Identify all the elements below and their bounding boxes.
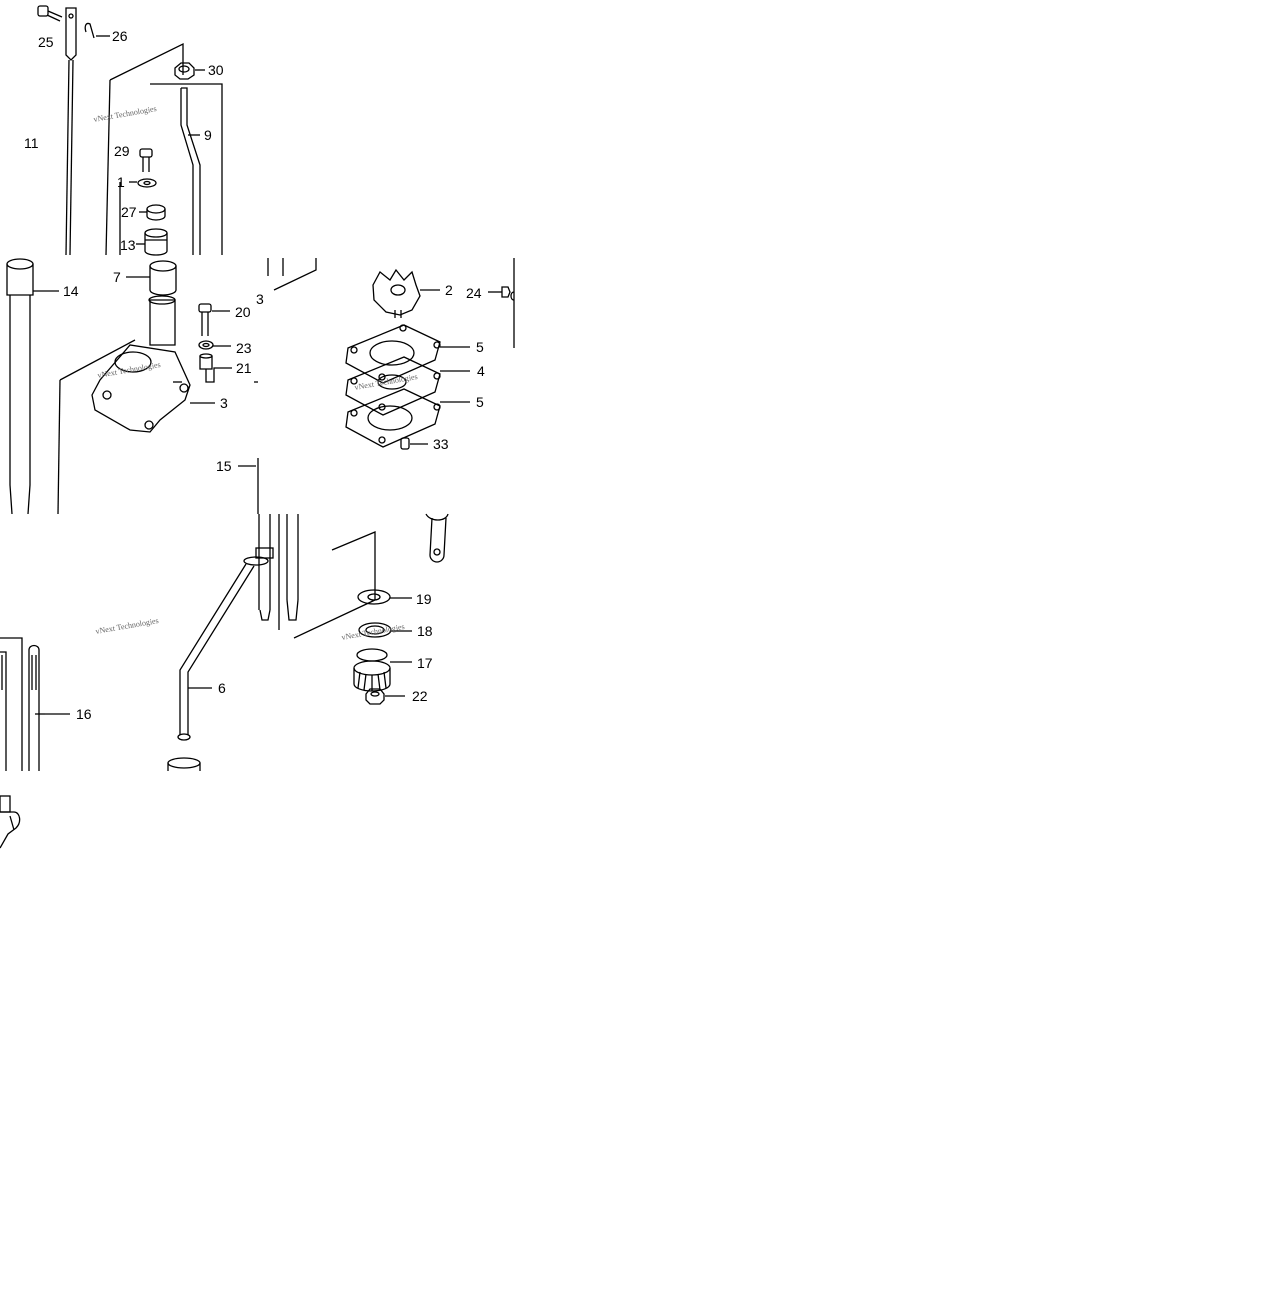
part-5-gasket-lower	[345, 388, 470, 448]
callout-33: 33	[433, 436, 449, 452]
part-7-sleeve	[126, 260, 177, 296]
assembly-bracket-gear	[293, 599, 376, 639]
shift-shaft-lower	[255, 514, 280, 630]
part-13-bushing	[144, 228, 168, 256]
callout-26: 26	[112, 28, 128, 44]
tile-middle-left	[6, 258, 317, 515]
part-17-gear	[353, 648, 412, 692]
callout-19: 19	[416, 591, 432, 607]
callout-21: 21	[236, 360, 252, 376]
part-15-water-tube	[238, 458, 259, 514]
part-4-wear-plate	[345, 356, 470, 416]
callout-25: 25	[38, 34, 54, 50]
callout-17: 17	[417, 655, 433, 671]
part-9-rod	[180, 87, 201, 255]
part-29-bolt	[139, 148, 153, 172]
callout-11: 11	[24, 135, 39, 151]
callout-7: 7	[113, 269, 121, 285]
part-22-nut	[365, 688, 405, 705]
part-30-nut	[174, 62, 205, 80]
callout-9: 9	[204, 127, 212, 143]
callout-5-upper: 5	[476, 339, 484, 355]
part-25-bolt	[37, 5, 63, 22]
callout-6: 6	[218, 680, 226, 696]
callout-4: 4	[477, 363, 485, 379]
watermark-5: vNext Technologies	[341, 622, 406, 642]
part-33-pin	[400, 437, 428, 450]
callout-3-fragment: 3	[256, 291, 264, 307]
watermark-1: vNext Technologies	[93, 104, 158, 124]
callout-29: 29	[114, 143, 130, 159]
partial-fitting-bottom	[0, 795, 21, 849]
callout-13: 13	[120, 237, 136, 253]
part-21-dowel	[199, 353, 232, 383]
callout-14: 14	[63, 283, 79, 299]
part-27-grommet	[146, 204, 166, 221]
callout-24: 24	[466, 285, 482, 301]
part-20-bolt	[198, 303, 230, 336]
assembly-bracket-housing	[59, 339, 136, 381]
tile-middle-right	[345, 258, 515, 450]
part-5-gasket-upper	[345, 324, 470, 384]
partial-shaft-left	[0, 651, 7, 771]
tile-lower-middle	[167, 458, 449, 771]
callout-20: 20	[235, 304, 251, 320]
callout-1: 1	[117, 174, 125, 190]
part-1-washer	[137, 178, 157, 188]
watermark-2: vNext Technologies	[97, 360, 162, 380]
tile-lower-left	[0, 637, 70, 849]
callout-18: 18	[417, 623, 433, 639]
watermark-4: vNext Technologies	[95, 616, 160, 636]
callout-15: 15	[216, 458, 232, 474]
callout-23: 23	[236, 340, 252, 356]
part-26-clip	[84, 22, 95, 39]
shaft-with-spline	[286, 514, 299, 621]
part-2-impeller	[372, 268, 440, 318]
callout-30: 30	[208, 62, 224, 78]
tile-upper-left	[37, 5, 223, 256]
part-16-shafts	[28, 644, 70, 771]
part-3-pump-housing	[91, 295, 215, 433]
part-19-washer	[357, 589, 412, 605]
callout-labels: 25 26 30 11 9 29 1 27 13 7 14 3 20 23 21…	[24, 28, 485, 722]
partial-shaft-top	[267, 258, 317, 291]
part-23-washer	[198, 340, 231, 350]
part-18-bearing	[358, 622, 412, 638]
partial-shift-cam	[425, 513, 449, 563]
callout-16: 16	[76, 706, 92, 722]
callout-3: 3	[220, 395, 228, 411]
part-14-drive-shaft	[6, 258, 59, 515]
callout-27: 27	[121, 204, 137, 220]
part-6-rod	[167, 556, 269, 771]
part-24-key	[488, 258, 515, 348]
callout-5-lower: 5	[476, 394, 484, 410]
callout-22: 22	[412, 688, 428, 704]
assembly-bracket-upper	[109, 42, 184, 81]
part-11-shift-rod	[65, 7, 77, 256]
callout-2: 2	[445, 282, 453, 298]
